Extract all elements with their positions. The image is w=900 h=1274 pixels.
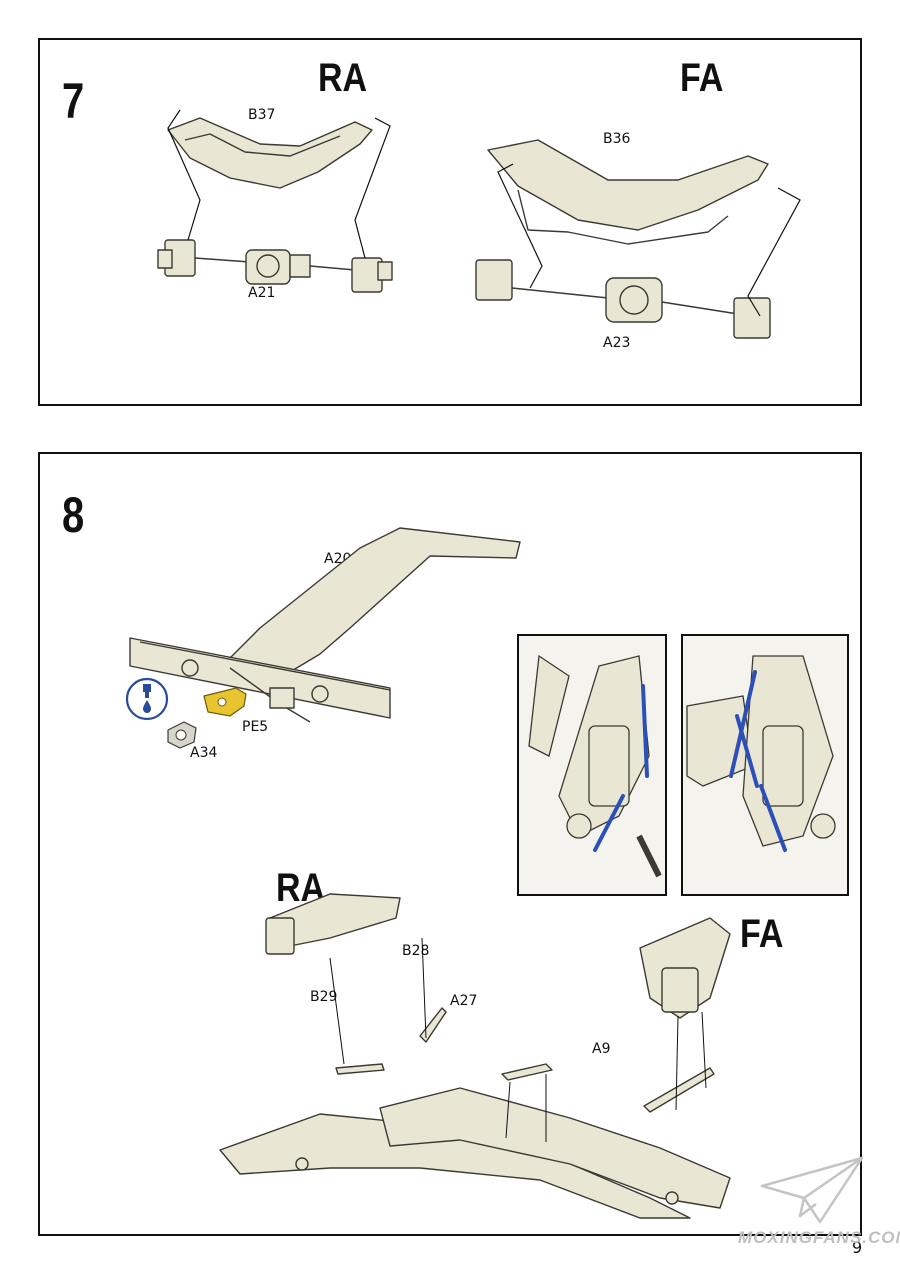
glue-drop-icon [125, 677, 169, 721]
front-suspension-detail-inset [681, 634, 849, 896]
part-label-a27: A27 [450, 993, 478, 1009]
page-number: 9 [852, 1238, 863, 1257]
watermark-text: MOXINGFANS.COM [738, 1228, 900, 1247]
part-label-b36: B36 [603, 131, 631, 147]
frame-a20-illustration [129, 527, 521, 723]
paper-plane-logo-icon [760, 1156, 864, 1224]
a34-hitch-illustration [167, 721, 197, 749]
part-label-a9: A9 [592, 1041, 611, 1057]
step-8-panel: 8 A20 PE5 A34 [38, 452, 862, 1236]
front-axle-illustration [475, 139, 801, 339]
part-label-pe5: PE5 [242, 719, 269, 735]
pe5-bracket-illustration [203, 687, 247, 717]
rear-axle-illustration [157, 109, 393, 293]
part-label-a34: A34 [190, 745, 218, 761]
front-axle-heading: FA [740, 912, 784, 956]
step-number: 7 [62, 73, 85, 129]
rear-suspension-detail-art [528, 654, 662, 878]
rear-suspension-detail-inset [517, 634, 667, 896]
front-suspension-detail-art [686, 655, 836, 852]
front-axle-heading: FA [680, 56, 724, 100]
part-label-b29: B29 [310, 989, 338, 1005]
part-label-b37: B37 [248, 107, 276, 123]
step-7-panel: 7 RA FA B37 A21 B36 A23 [38, 38, 862, 406]
chassis-assembly-illustration [219, 893, 731, 1219]
step-number: 8 [62, 487, 85, 543]
rear-axle-heading: RA [318, 56, 368, 100]
part-label-a23: A23 [603, 335, 631, 351]
part-label-a21: A21 [248, 285, 276, 301]
